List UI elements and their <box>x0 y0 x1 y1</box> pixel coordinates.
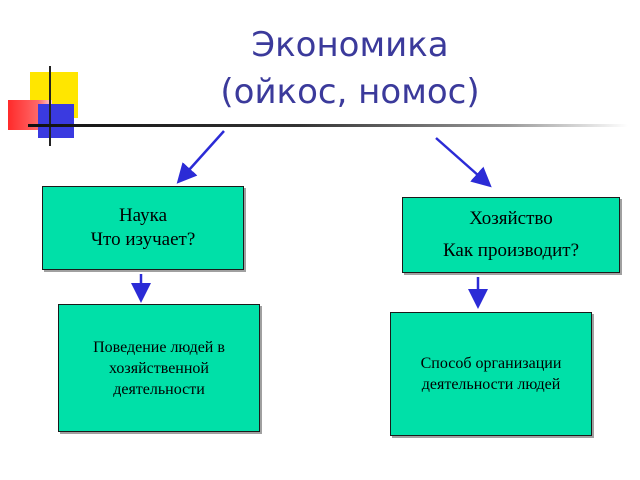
node-science: Наука Что изучает? <box>42 186 244 270</box>
node-science-title: Наука <box>118 205 168 226</box>
title-underline <box>28 124 628 127</box>
decor-vertical-line <box>49 66 51 146</box>
node-method-line2: деятельности людей <box>421 376 561 393</box>
node-behavior-line2: хозяйственной <box>109 359 209 377</box>
arrow-title-to-science <box>176 130 225 184</box>
node-economy: Хозяйство Как производит? <box>402 197 620 273</box>
node-science-question: Что изучает? <box>90 229 196 250</box>
slide-subtitle: (ойкос, номос) <box>220 72 480 112</box>
node-method: Способ организации деятельности людей <box>390 312 592 436</box>
node-behavior-line3: деятельности <box>113 380 205 398</box>
node-behavior: Поведение людей в хозяйственной деятельн… <box>58 304 260 432</box>
slide-title: Экономика <box>251 25 449 65</box>
node-economy-title: Хозяйство <box>469 208 553 229</box>
node-method-line1: Способ организации <box>420 355 562 372</box>
node-economy-question: Как производит? <box>442 240 580 261</box>
decor-blue-square <box>38 104 74 138</box>
arrow-title-to-economy <box>435 137 492 188</box>
node-behavior-line1: Поведение людей в <box>93 338 225 356</box>
